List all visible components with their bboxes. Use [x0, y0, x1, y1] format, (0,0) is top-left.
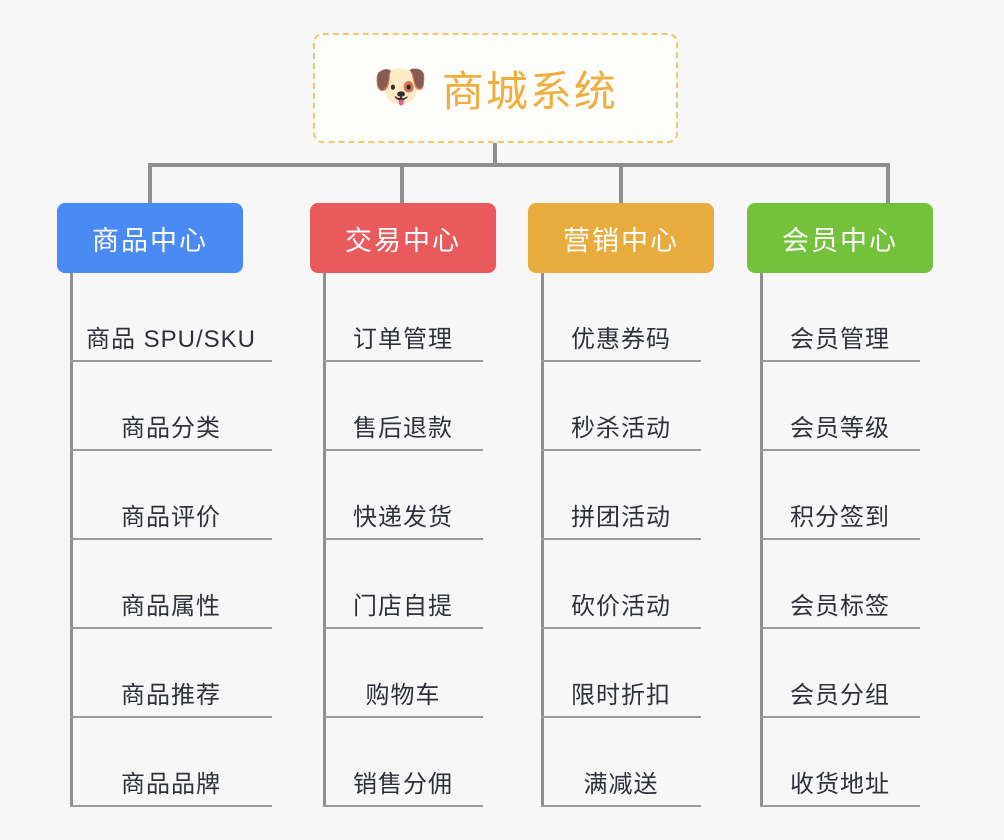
leaf-list-trade-center: 订单管理售后退款快递发货门店自提购物车销售分佣: [310, 273, 510, 807]
leaf-list-marketing-center: 优惠券码秒杀活动拼团活动砍价活动限时折扣满减送: [528, 273, 728, 807]
leaf-item-label: 收货地址: [790, 771, 890, 798]
leaf-item-label: 砍价活动: [571, 593, 671, 620]
category-column-trade-center: 交易中心订单管理售后退款快递发货门店自提购物车销售分佣: [310, 203, 510, 807]
root-node[interactable]: 🐶 商城系统: [313, 33, 678, 143]
leaf-item-label: 会员等级: [790, 415, 890, 442]
category-header-trade-center[interactable]: 交易中心: [310, 203, 496, 273]
leaf-item[interactable]: 积分签到: [760, 451, 920, 540]
leaf-item[interactable]: 拼团活动: [541, 451, 701, 540]
leaf-item[interactable]: 商品评价: [70, 451, 272, 540]
leaf-item[interactable]: 砍价活动: [541, 540, 701, 629]
leaf-item-label: 购物车: [365, 682, 441, 709]
leaf-item[interactable]: 商品品牌: [70, 718, 272, 807]
category-header-member-center[interactable]: 会员中心: [747, 203, 933, 273]
category-column-marketing-center: 营销中心优惠券码秒杀活动拼团活动砍价活动限时折扣满减送: [528, 203, 728, 807]
leaf-item[interactable]: 会员等级: [760, 362, 920, 451]
leaf-item-label: 售后退款: [353, 415, 453, 442]
leaf-item[interactable]: 秒杀活动: [541, 362, 701, 451]
leaf-item-label: 会员标签: [790, 593, 890, 620]
leaf-item[interactable]: 销售分佣: [323, 718, 483, 807]
connector-drop-trade-center: [400, 163, 404, 205]
root-title: 商城系统: [441, 67, 618, 115]
leaf-item-label: 销售分佣: [353, 771, 453, 798]
leaf-item-label: 商品 SPU/SKU: [85, 326, 257, 353]
leaf-item[interactable]: 购物车: [323, 629, 483, 718]
dog-face-icon: 🐶: [373, 62, 428, 111]
leaf-item-label: 拼团活动: [571, 504, 671, 531]
category-header-label: 交易中心: [345, 225, 461, 256]
category-column-product-center: 商品中心商品 SPU/SKU 商品分类商品评价商品属性商品推荐商品品牌: [57, 203, 287, 807]
leaf-item[interactable]: 商品 SPU/SKU: [70, 273, 272, 362]
leaf-item-label: 会员管理: [790, 326, 890, 353]
leaf-item-label: 订单管理: [353, 326, 453, 353]
leaf-spine: [70, 273, 73, 807]
leaf-item[interactable]: 商品属性: [70, 540, 272, 629]
leaf-spine: [323, 273, 326, 807]
category-header-marketing-center[interactable]: 营销中心: [528, 203, 714, 273]
leaf-item[interactable]: 快递发货: [323, 451, 483, 540]
category-header-product-center[interactable]: 商品中心: [57, 203, 243, 273]
category-header-label: 营销中心: [563, 225, 679, 256]
leaf-item[interactable]: 优惠券码: [541, 273, 701, 362]
leaf-item[interactable]: 会员分组: [760, 629, 920, 718]
leaf-item[interactable]: 收货地址: [760, 718, 920, 807]
leaf-item-label: 快递发货: [353, 504, 453, 531]
leaf-item[interactable]: 满减送: [541, 718, 701, 807]
leaf-item[interactable]: 商品分类: [70, 362, 272, 451]
leaf-list-product-center: 商品 SPU/SKU 商品分类商品评价商品属性商品推荐商品品牌: [57, 273, 287, 807]
connector-horizontal-bus: [148, 163, 890, 167]
leaf-item-label: 门店自提: [353, 593, 453, 620]
leaf-item-label: 优惠券码: [571, 326, 671, 353]
connector-drop-marketing-center: [619, 163, 623, 205]
connector-drop-member-center: [886, 163, 890, 205]
leaf-item-label: 积分签到: [790, 504, 890, 531]
category-column-member-center: 会员中心会员管理会员等级积分签到会员标签会员分组收货地址: [747, 203, 947, 807]
connector-drop-product-center: [148, 163, 152, 205]
leaf-item-label: 商品属性: [121, 593, 221, 620]
leaf-spine: [541, 273, 544, 807]
leaf-spine: [760, 273, 763, 807]
leaf-item[interactable]: 售后退款: [323, 362, 483, 451]
leaf-item[interactable]: 会员标签: [760, 540, 920, 629]
leaf-item-label: 商品评价: [121, 504, 221, 531]
leaf-item-label: 满减送: [583, 771, 659, 798]
leaf-item[interactable]: 门店自提: [323, 540, 483, 629]
leaf-item-label: 商品分类: [121, 415, 221, 442]
leaf-item[interactable]: 会员管理: [760, 273, 920, 362]
category-header-label: 商品中心: [92, 225, 208, 256]
leaf-item[interactable]: 订单管理: [323, 273, 483, 362]
leaf-item[interactable]: 商品推荐: [70, 629, 272, 718]
leaf-item-label: 商品品牌: [121, 771, 221, 798]
leaf-item-label: 商品推荐: [121, 682, 221, 709]
leaf-item-label: 限时折扣: [571, 682, 671, 709]
leaf-item-label: 秒杀活动: [571, 415, 671, 442]
leaf-item-label: 会员分组: [790, 682, 890, 709]
leaf-item[interactable]: 限时折扣: [541, 629, 701, 718]
connector-root-stem: [493, 143, 497, 165]
leaf-list-member-center: 会员管理会员等级积分签到会员标签会员分组收货地址: [747, 273, 947, 807]
category-header-label: 会员中心: [782, 225, 898, 256]
